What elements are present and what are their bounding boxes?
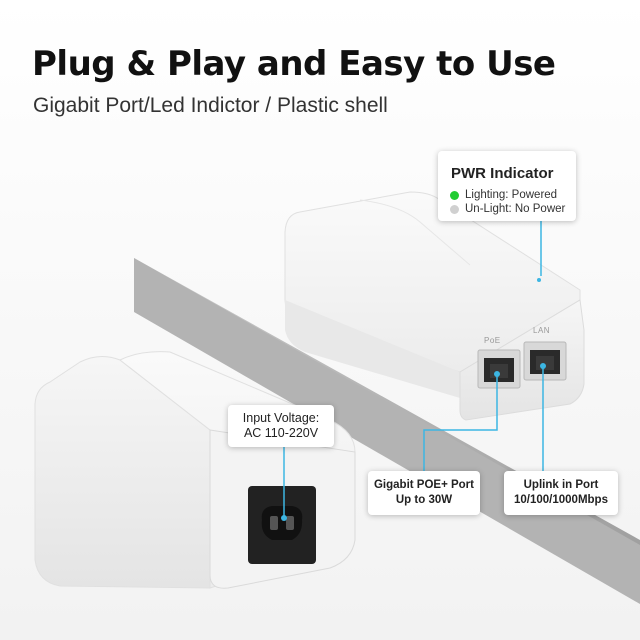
- poe-leader-line: [423, 374, 498, 471]
- page-title: Plug & Play and Easy to Use: [32, 44, 556, 84]
- unlight-text: Un-Light: No Power: [465, 203, 566, 215]
- input-voltage-label: Input Voltage:: [242, 411, 320, 425]
- poe-injector-device: [284, 191, 585, 421]
- input-voltage-callout: Input Voltage: AC 110-220V: [228, 405, 334, 447]
- lighting-row: Lighting: Powered: [450, 189, 557, 201]
- uplink-port-title: Uplink in Port: [523, 479, 599, 491]
- pwr-indicator-callout: PWR Indicator Lighting: Powered Un-Light…: [438, 151, 576, 221]
- poe-port-callout: Gigabit POE+ Port Up to 30W: [368, 471, 480, 515]
- pwr-led-icon: [537, 278, 541, 282]
- pwr-indicator-title: PWR Indicator: [451, 165, 554, 182]
- lan-port-label: LAN: [533, 326, 551, 335]
- uplink-port-speed: 10/100/1000Mbps: [514, 494, 608, 506]
- poe-port-label: PoE: [484, 336, 501, 345]
- green-dot-icon: [450, 190, 459, 200]
- poe-port-power: Up to 30W: [395, 494, 453, 506]
- page-subtitle: Gigabit Port/Led Indictor / Plastic shel…: [33, 94, 388, 117]
- input-voltage-value: AC 110-220V: [243, 426, 319, 440]
- uplink-port-callout: Uplink in Port 10/100/1000Mbps: [504, 471, 618, 515]
- unlight-row: Un-Light: No Power: [450, 203, 565, 215]
- gray-dot-icon: [450, 204, 459, 214]
- poe-port-title: Gigabit POE+ Port: [373, 479, 474, 491]
- lighting-text: Lighting: Powered: [465, 189, 558, 201]
